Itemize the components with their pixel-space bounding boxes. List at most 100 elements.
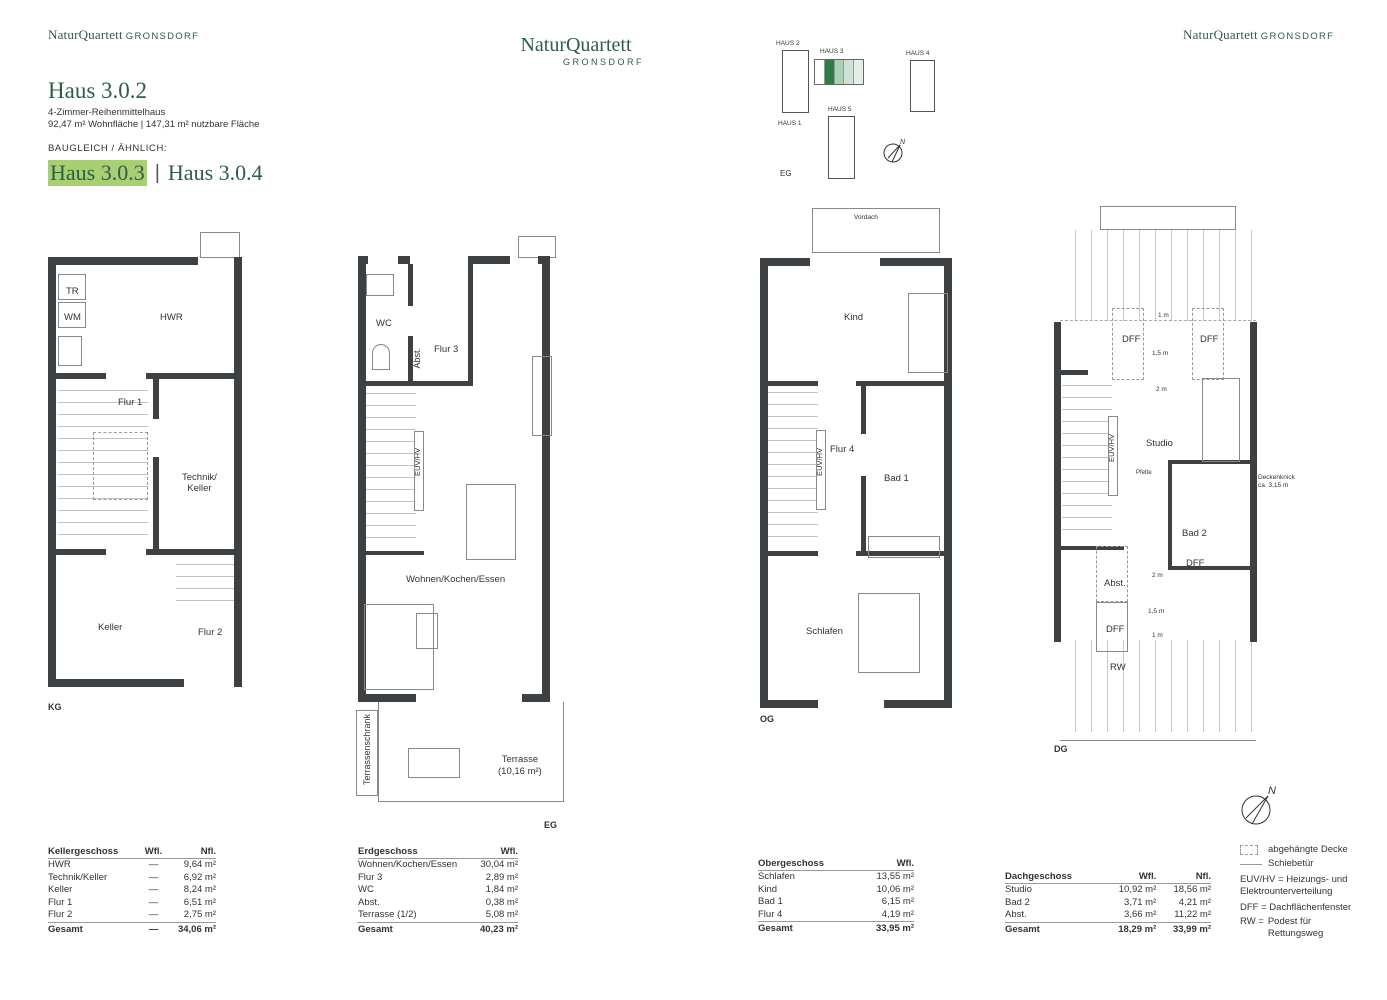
site-label-haus3: HAUS 3 — [820, 48, 844, 55]
site-haus3-current-unit — [824, 60, 835, 84]
terrace-cabinet — [356, 710, 378, 796]
floorplan-kg: TR WM HWR Flur 1 Technik/Keller Keller F… — [48, 232, 248, 712]
label-dff-2: DFF — [1200, 334, 1219, 345]
attic-storage — [1096, 546, 1128, 602]
kitchen-counter — [532, 356, 552, 436]
legend-item: Schiebetür — [1240, 858, 1351, 870]
label-height-1m-top: 1 m — [1158, 312, 1169, 319]
roof-window-rw — [1096, 602, 1128, 652]
toilet — [372, 344, 390, 370]
label-euv: EUV/HV — [815, 448, 824, 476]
label-euv: EUV/HV — [1107, 434, 1116, 462]
label-euv: EUV/HV — [413, 448, 422, 476]
label-pfette: Pfette — [1136, 470, 1152, 476]
site-label-haus1: HAUS 1 — [778, 120, 802, 127]
table-row: Flur 2—2,75 m² — [48, 909, 216, 920]
dashed-box-icon — [1240, 845, 1258, 855]
legend-item: abgehängte Decke — [1240, 844, 1351, 856]
brand-name: NaturQuartett — [48, 27, 123, 42]
terrace-table — [408, 748, 460, 778]
double-bed — [858, 593, 920, 673]
roof-top — [1060, 230, 1256, 321]
similar-houses: Haus 3.0.3 | Haus 3.0.4 — [48, 160, 263, 186]
roof-bottom — [1060, 640, 1256, 732]
separator: | — [154, 161, 160, 184]
sliding-door-icon — [1240, 863, 1262, 865]
brand-logo-center: NaturQuartett GRONSDORF — [508, 34, 644, 67]
legend-abbr-dff: DFF = Dachflächenfenster — [1240, 902, 1352, 913]
room-label-flur1: Flur 1 — [118, 397, 143, 408]
staircase — [58, 384, 148, 546]
north-arrow-icon: N — [1241, 785, 1276, 825]
canopy — [812, 208, 940, 253]
washing-machine — [58, 302, 86, 328]
studio-bed — [1202, 378, 1240, 462]
room-label-wc: WC — [376, 318, 392, 329]
legend: abgehängte Decke Schiebetür EUV/HV = Hei… — [1240, 844, 1351, 940]
dryer — [58, 274, 86, 300]
table-row: Technik/Keller—6,92 m² — [48, 871, 216, 883]
floorplan-og: Vordach EUV/HV Kind Flur 4 Bad 1 Schlafe… — [758, 208, 963, 728]
site-haus3-building — [814, 59, 864, 85]
similar-house-link-303[interactable]: Haus 3.0.3 — [48, 160, 147, 186]
label-height-1m-bot: 1 m — [1152, 632, 1163, 639]
floor-tag-dg: DG — [1054, 744, 1068, 754]
room-label-kind: Kind — [844, 312, 864, 323]
north-arrow-icon: N — [883, 139, 906, 163]
table-row: HWR—9,64 m² — [48, 859, 216, 870]
table-row: Keller—8,24 m² — [48, 884, 216, 895]
label-rw: RW — [1110, 662, 1126, 673]
staircase — [768, 390, 818, 548]
room-label-tr: TR — [66, 286, 79, 297]
site-floor-label: EG — [780, 169, 792, 178]
staircase — [1062, 376, 1112, 541]
site-label-haus2: HAUS 2 — [776, 40, 800, 47]
site-haus2-building — [782, 50, 809, 113]
light-well — [200, 232, 240, 258]
coffee-table — [416, 613, 438, 649]
house-type: 4-Zimmer-Reihenmittelhaus — [48, 107, 166, 118]
label-vordach: Vordach — [854, 214, 878, 221]
bathtub — [868, 536, 940, 558]
brand-sub: GRONSDORF — [563, 57, 644, 67]
label-height-2m-bot: 2 m — [1152, 572, 1163, 579]
label-height-15m-top: 1,5 m — [1152, 350, 1169, 357]
floorplan-eg: EUV/HV WC Abst. Flur 3 Wohnen/Kochen/Ess… — [356, 236, 564, 836]
label-height-2m-top: 2 m — [1156, 386, 1167, 393]
staircase — [366, 391, 416, 549]
dining-table — [466, 484, 516, 560]
label-dff-4: DFF — [1106, 624, 1125, 635]
sink — [58, 336, 82, 366]
room-label-bad2: Bad 2 — [1182, 528, 1207, 539]
brand-sub: GRONSDORF — [1260, 31, 1335, 42]
terrace — [378, 702, 564, 802]
similar-label: BAUGLEICH / ÄHNLICH: — [48, 143, 168, 154]
similar-house-link-304[interactable]: Haus 3.0.4 — [167, 160, 263, 185]
room-label-terrasse: Terrasse(10,16 m²) — [498, 754, 542, 777]
kid-bed — [908, 293, 948, 373]
room-label-abst: Abst. — [1104, 578, 1126, 589]
roof-window-2 — [1192, 308, 1224, 380]
site-plan: HAUS 2 HAUS 1 HAUS 3 HAUS 4 HAUS 5 EG N — [770, 38, 960, 188]
floor-tag-kg: KG — [48, 702, 62, 712]
floor-tag-eg: EG — [544, 820, 558, 830]
wc-sink — [366, 274, 394, 296]
euv-cabinet — [816, 430, 826, 510]
brand-name: NaturQuartett — [520, 34, 632, 56]
brand-sub: GRONSDORF — [125, 31, 200, 42]
brand-name: NaturQuartett — [1183, 27, 1258, 42]
table-row: Flur 1—6,51 m² — [48, 896, 216, 908]
